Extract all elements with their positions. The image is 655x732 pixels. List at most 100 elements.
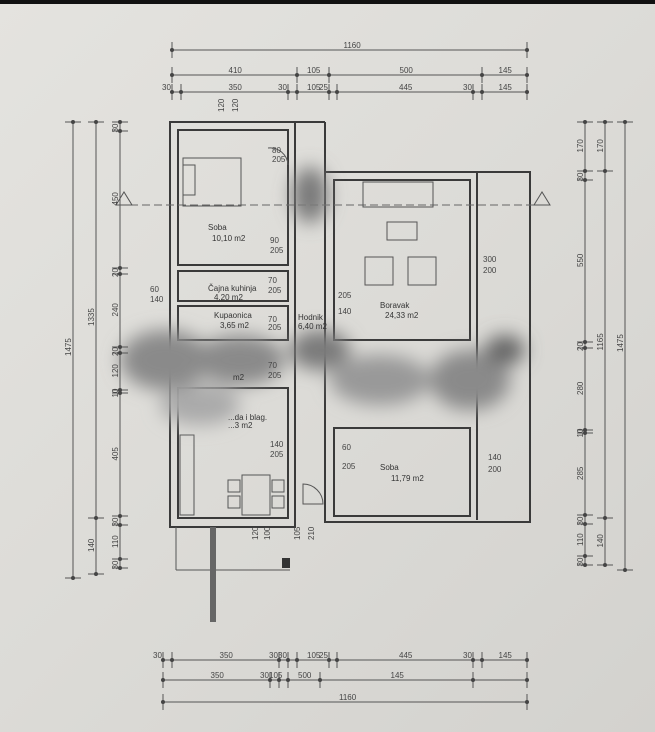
dimension-node (480, 90, 484, 94)
dimension-node (286, 658, 290, 662)
top-edge (0, 0, 655, 4)
top-inner-dimension-label: 145 (499, 83, 513, 92)
room-area: ...3 m2 (228, 421, 253, 430)
right-inner-dimension-label: 170 (576, 139, 585, 153)
porch-wall (210, 527, 216, 622)
opening-dimension: 140 (270, 440, 284, 449)
opening-dimension: 205 (342, 462, 356, 471)
room-area: 3,65 m2 (220, 321, 249, 330)
opening-dimension: 60 (342, 443, 351, 452)
opening-dimension: 140 (488, 453, 502, 462)
blurred-regions (120, 167, 525, 425)
kitchen-counter (179, 434, 195, 516)
room-area: 10,10 m2 (212, 234, 246, 243)
top-inner-dimension-label: 30 (278, 83, 287, 92)
dimension-node (295, 658, 299, 662)
dining-table (241, 474, 271, 516)
opening-dimension: 100 (263, 526, 272, 540)
dimension-node (161, 658, 165, 662)
armchair (364, 256, 394, 286)
bottom-mid-dimension-label: 500 (298, 671, 312, 680)
left-inner-dimension-label: 450 (111, 192, 120, 206)
right-inner-dimension-label: 30 (576, 516, 585, 525)
room-name: ...da i blag. (228, 413, 267, 422)
left-inner-dimension-label: 20 (111, 347, 120, 356)
bottom-mid-dimension-label: 145 (391, 671, 405, 680)
dimension-node (327, 73, 331, 77)
room-name: Soba (208, 223, 227, 232)
left-wing-outer-wall (169, 121, 296, 528)
left-inner-dimension-label: 240 (111, 303, 120, 317)
dimension-node (94, 120, 98, 124)
dimension-node (583, 120, 587, 124)
dimension-node (286, 90, 290, 94)
sofa (362, 181, 434, 208)
right-mid-dimension-label: 1165 (596, 333, 605, 351)
room-area: 24,33 m2 (385, 311, 419, 320)
dimension-node (327, 90, 331, 94)
opening-dimension: 70 (268, 315, 277, 324)
dimension-node (118, 388, 122, 392)
dimension-node (94, 572, 98, 576)
opening-dimension: 205 (270, 246, 284, 255)
opening-dimension: 120 (251, 526, 260, 540)
dimension-node (118, 272, 122, 276)
dimension-node (268, 678, 272, 682)
opening-dimension: 205 (270, 450, 284, 459)
top-inner-dimension-label: 25 (319, 83, 328, 92)
left-mid-dimension-label: 1335 (87, 308, 96, 326)
left-inner-dimension-label: 20 (111, 268, 120, 277)
right-inner-dimension-label: 20 (576, 342, 585, 351)
dimension-node (603, 120, 607, 124)
dimension-node (525, 48, 529, 52)
dimension-node (295, 90, 299, 94)
dimension-node (118, 523, 122, 527)
top-mid-dimension-label: 410 (229, 66, 243, 75)
dimension-node (277, 678, 281, 682)
dimension-node (335, 658, 339, 662)
room-boravak (333, 179, 471, 341)
left-inner-dimension-label: 10 (111, 388, 120, 397)
coffee-table (386, 221, 418, 241)
opening-dimension: 140 (150, 295, 164, 304)
dimension-node (603, 563, 607, 567)
opening-dimension: 300 (483, 255, 497, 264)
dimension-node (583, 428, 587, 432)
right-inner-dimension-label: 285 (576, 466, 585, 480)
dimension-node (118, 557, 122, 561)
armchair (407, 256, 437, 286)
dimension-node (277, 658, 281, 662)
opening-dimension: 120 (231, 98, 240, 112)
dimension-node (170, 658, 174, 662)
pillow (182, 164, 196, 196)
bottom-inner-dimension-label: 30 (269, 651, 278, 660)
dimension-node (525, 658, 529, 662)
door-swing (267, 147, 289, 166)
bottom-mid-dimension-label: 350 (211, 671, 225, 680)
left-inner-dimension-label: 405 (111, 447, 120, 461)
dimension-node (118, 351, 122, 355)
entrance-door-swing (302, 483, 324, 505)
dimension-node (118, 266, 122, 270)
dimension-node (118, 566, 122, 570)
top-inner-dimension-label: 445 (399, 83, 413, 92)
room-name: Čajna kuhinja (208, 284, 257, 293)
dimension-node (71, 576, 75, 580)
furniture (179, 147, 437, 516)
bottom-total-dimension-label: 1160 (339, 693, 357, 702)
right-inner-dimension-label: 550 (576, 253, 585, 267)
dimension-node (480, 73, 484, 77)
right-inner-dimension-label: 110 (576, 533, 585, 546)
chair (227, 479, 241, 493)
dimension-node (295, 73, 299, 77)
bottom-inner-dimension-label: 105 (307, 651, 321, 660)
opening-dimension: 200 (488, 465, 502, 474)
dimension-node (118, 391, 122, 395)
opening-dimension: 70 (268, 276, 277, 285)
room-name: Kupaonica (214, 311, 252, 320)
dimension-node (525, 678, 529, 682)
dimension-node (118, 345, 122, 349)
opening-dimension: 120 (217, 98, 226, 112)
